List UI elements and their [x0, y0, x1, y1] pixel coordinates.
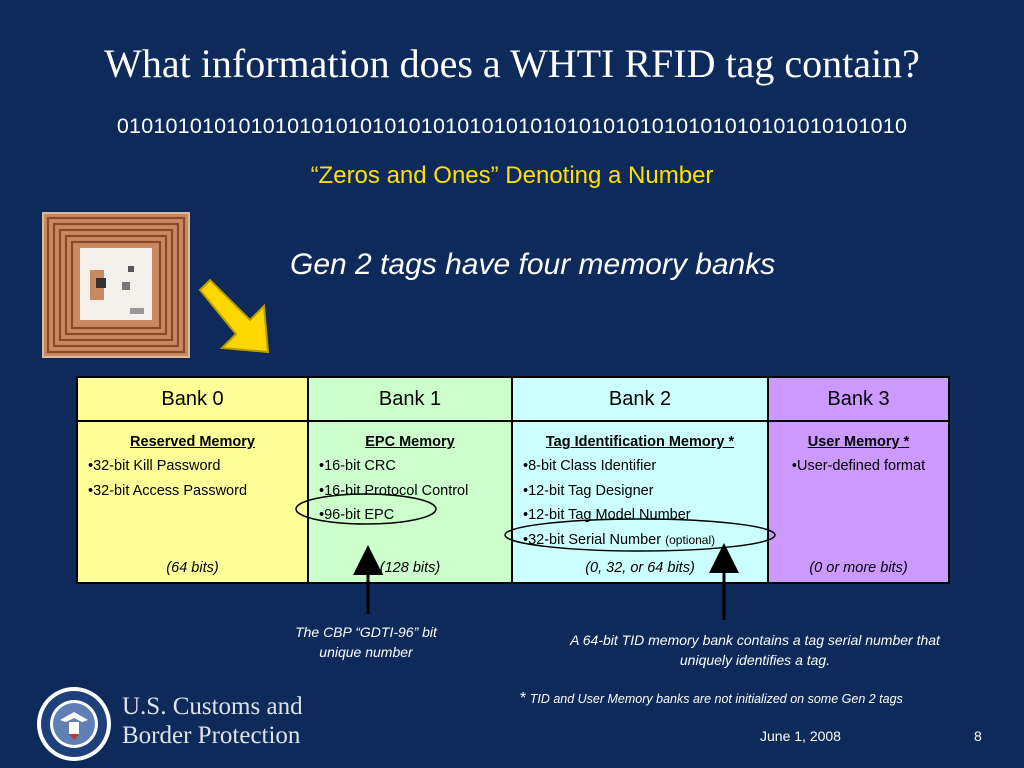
banks-heading: Gen 2 tags have four memory banks	[290, 248, 776, 281]
bank-0-name: Reserved Memory	[130, 434, 255, 450]
bank-1-header: Bank 1	[307, 376, 513, 422]
epc-note-line: unique number	[319, 644, 413, 660]
rfid-tag-icon	[42, 212, 190, 358]
tid-note: A 64-bit TID memory bank contains a tag …	[520, 630, 990, 670]
bank-2-header: Bank 2	[511, 376, 769, 422]
footnote-text: TID and User Memory banks are not initia…	[526, 692, 903, 706]
epc-note-line: The CBP “GDTI-96” bit	[295, 624, 437, 640]
bank-3-name: User Memory *	[807, 434, 910, 450]
bank-3-cell: User Memory * •User-defined format (0 or…	[767, 420, 950, 584]
footnote: * TID and User Memory banks are not init…	[520, 690, 903, 708]
bank-2-item: •32-bit Serial Number (optional)	[523, 528, 767, 553]
bank-2-bits: (0, 32, or 64 bits)	[585, 560, 695, 576]
bank-0-bits: (64 bits)	[166, 560, 219, 576]
bank-1-item: •16-bit Protocol Control	[319, 482, 469, 499]
bank-3-header: Bank 3	[767, 376, 950, 422]
binary-string: 0101010101010101010101010101010101010101…	[116, 114, 908, 138]
bank-3-bits: (0 or more bits)	[809, 560, 908, 576]
epc-note: The CBP “GDTI-96” bit unique number	[266, 622, 466, 662]
table-header-row: Bank 0 Bank 1 Bank 2 Bank 3	[76, 376, 950, 422]
bank-1-bits: (128 bits)	[379, 560, 441, 576]
tid-note-line: A 64-bit TID memory bank contains a tag …	[570, 632, 940, 648]
bank-0-cell: Reserved Memory •32-bit Kill Password •3…	[76, 420, 309, 584]
tid-note-line: uniquely identifies a tag.	[679, 652, 831, 668]
bank-2-cell: Tag Identification Memory * •8-bit Class…	[511, 420, 769, 584]
bank-3-item: •User-defined format	[791, 458, 926, 474]
memory-banks-table: Bank 0 Bank 1 Bank 2 Bank 3 Reserved Mem…	[76, 376, 950, 584]
agency-line: U.S. Customs and	[122, 693, 303, 720]
agency-name: U.S. Customs and Border Protection	[122, 692, 303, 750]
bank-2-serial-item: •32-bit Serial Number	[523, 531, 662, 548]
footnote-star: *	[520, 690, 527, 707]
page-number: 8	[974, 728, 982, 744]
bank-2-item: •8-bit Class Identifier	[523, 458, 657, 474]
slide-subtitle: “Zeros and Ones” Denoting a Number	[310, 162, 714, 189]
bank-0-item: •32-bit Kill Password	[88, 458, 221, 474]
bank-2-item: •12-bit Tag Designer	[523, 482, 654, 499]
agency-line: Border Protection	[122, 722, 301, 749]
bank-1-item: •96-bit EPC	[319, 507, 395, 523]
bank-1-item: •16-bit CRC	[319, 458, 396, 474]
dhs-seal-icon	[37, 687, 111, 761]
arrow-down-right-icon	[198, 278, 270, 354]
bank-2-item: •12-bit Tag Model Number	[523, 507, 691, 523]
bank-1-name: EPC Memory	[365, 434, 455, 450]
slide-date: June 1, 2008	[760, 728, 841, 744]
bank-0-item: •32-bit Access Password	[88, 482, 248, 499]
bank-2-name: Tag Identification Memory *	[545, 434, 735, 450]
bank-1-cell: EPC Memory •16-bit CRC •16-bit Protocol …	[307, 420, 513, 584]
optional-label: (optional)	[665, 532, 716, 547]
slide-title: What information does a WHTI RFID tag co…	[104, 41, 920, 86]
table-row: Reserved Memory •32-bit Kill Password •3…	[76, 420, 950, 584]
bank-0-header: Bank 0	[76, 376, 309, 422]
